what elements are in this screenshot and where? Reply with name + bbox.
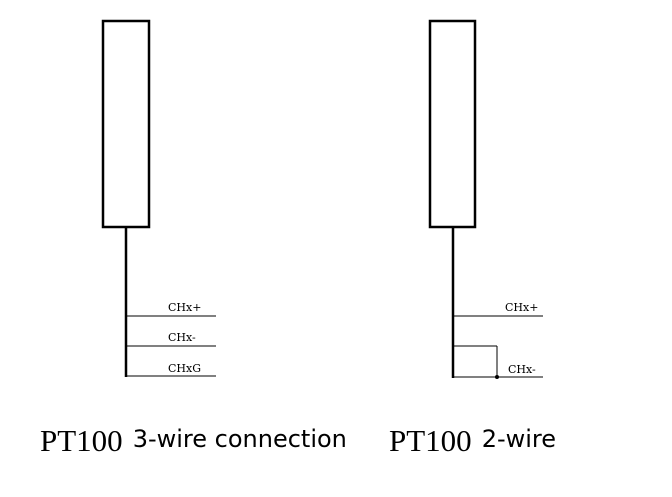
caption-3-wire: PT100 3-wire connection — [40, 423, 347, 458]
pt100-2-wire-diagram: CHx+ CHx- PT100 2-wire — [389, 19, 556, 458]
caption-2-wire-suffix: 2-wire — [482, 425, 556, 453]
caption-2-wire: PT100 2-wire — [389, 423, 556, 458]
label-chx-minus: CHx- — [168, 331, 196, 344]
label-chx-plus: CHx+ — [505, 301, 538, 314]
pt100-3-wire-diagram: CHx+ CHx- CHxG PT100 3-wire connection — [40, 19, 347, 458]
label-chx-plus: CHx+ — [168, 301, 201, 314]
junction-dot — [495, 375, 499, 379]
label-chxg: CHxG — [168, 362, 201, 375]
pt100-sensor-body — [428, 19, 477, 229]
caption-3-wire-prefix: PT100 — [40, 423, 123, 458]
caption-2-wire-prefix: PT100 — [389, 423, 472, 458]
pt100-sensor-body — [101, 19, 151, 229]
caption-3-wire-suffix: 3-wire connection — [133, 425, 347, 453]
label-chx-minus: CHx- — [508, 363, 536, 376]
